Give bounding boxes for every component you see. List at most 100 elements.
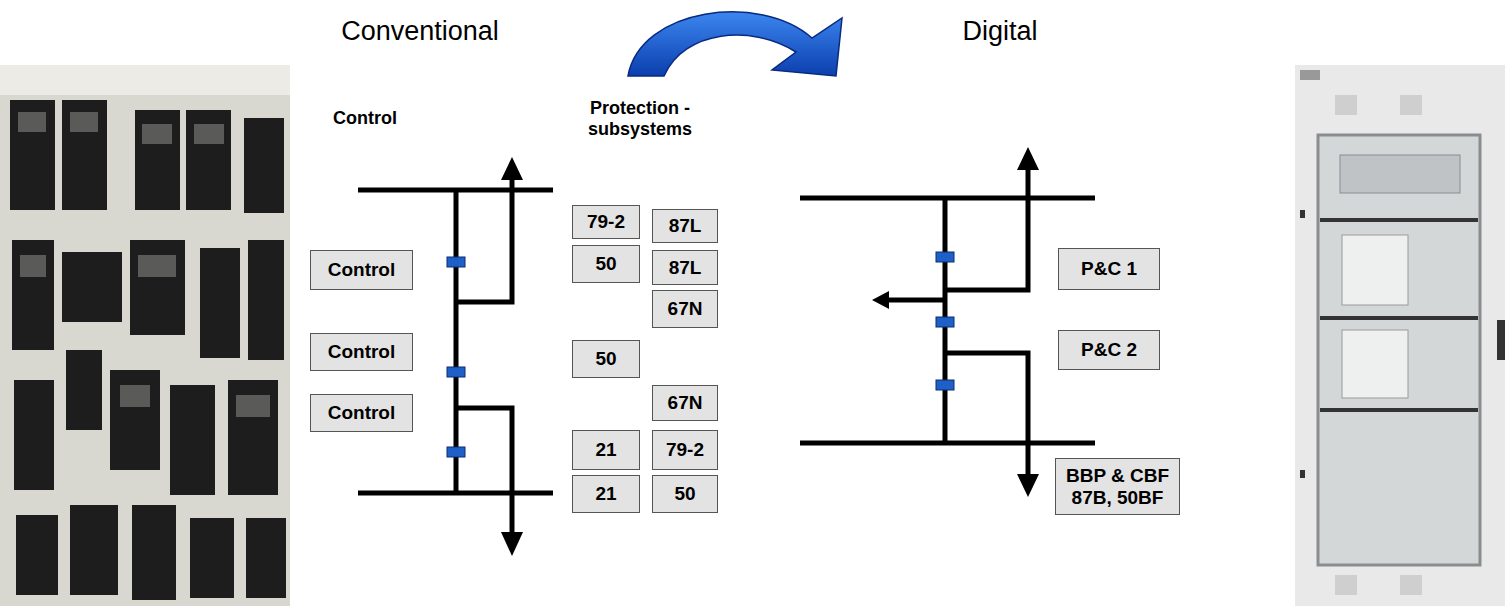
shelf [1320, 316, 1478, 320]
ceiling [0, 65, 290, 95]
relay-face [70, 112, 98, 132]
breaker-symbol [936, 317, 954, 327]
breaker-symbol [936, 380, 954, 390]
box-label: Control [328, 341, 396, 363]
box-label: 87L [669, 215, 702, 237]
group-label: Protection - subsystems [570, 98, 710, 139]
relay-box: Control [310, 394, 413, 432]
arrowhead [872, 291, 889, 309]
arrowheads [501, 157, 523, 556]
breaker-symbol [447, 447, 465, 457]
box-label: 50 [674, 483, 695, 505]
shelf [1320, 218, 1478, 222]
box-label: 50 [595, 253, 616, 275]
relay-box: 21 [572, 475, 640, 513]
relay-modules [10, 100, 286, 600]
device-rack [1340, 155, 1460, 193]
relay-box: 50 [572, 245, 640, 283]
feeder-line [945, 166, 1028, 290]
arrowhead [501, 532, 523, 556]
transition-arrow [628, 12, 842, 76]
relay-module [16, 515, 58, 595]
box-label: 67N [668, 392, 703, 414]
relay-box: 50 [652, 475, 718, 513]
vent [1335, 575, 1357, 595]
relay-box: 87L [652, 250, 718, 285]
feeder-line [456, 408, 512, 536]
box-label: Control [328, 402, 396, 424]
box-label: 87B, 50BF [1072, 487, 1164, 509]
relay-device [1342, 235, 1408, 305]
handle [1497, 320, 1505, 360]
vent [1400, 575, 1422, 595]
relay-module [62, 252, 122, 322]
breakers [447, 257, 465, 457]
relay-face [20, 255, 46, 277]
box-label: 87L [669, 257, 702, 279]
relay-module [66, 350, 102, 430]
box-label: 67N [668, 298, 703, 320]
relay-module [10, 100, 55, 210]
hinge [1300, 210, 1305, 218]
relay-face [142, 124, 172, 144]
relay-face [18, 112, 46, 132]
box-label: 50 [595, 348, 616, 370]
breaker-symbol [447, 257, 465, 267]
breaker-symbol [447, 367, 465, 377]
box-label: 79-2 [587, 211, 625, 233]
relay-module [12, 240, 54, 350]
relay-module [132, 505, 176, 600]
section-heading: Conventional [341, 16, 499, 47]
glass-door [1318, 135, 1480, 565]
vent [1335, 95, 1357, 115]
relay-box: 87L [652, 209, 718, 243]
relay-module [135, 110, 180, 210]
relay-module [246, 518, 286, 598]
relay-box: BBP & CBF87B, 50BF [1055, 458, 1180, 515]
vent [1400, 95, 1422, 115]
stub-line [886, 298, 945, 303]
relay-module [14, 380, 54, 490]
arrowheads [872, 147, 1039, 497]
box-label: P&C 1 [1081, 258, 1137, 280]
relay-face [120, 385, 150, 407]
shelf [1320, 408, 1478, 412]
cabinet-photo [1295, 65, 1505, 606]
relay-face [236, 395, 270, 417]
relay-box: 79-2 [652, 430, 718, 470]
box-label: Control [328, 259, 396, 281]
relay-module [228, 380, 278, 495]
digital-single-line [800, 166, 1095, 478]
relay-faces [18, 112, 270, 417]
box-label: 79-2 [666, 439, 704, 461]
relay-box: 79-2 [572, 205, 640, 239]
relay-face [138, 255, 176, 277]
relay-box: 50 [572, 340, 640, 378]
feeder-line [456, 176, 512, 302]
relay-device [1342, 330, 1408, 398]
relay-box: P&C 2 [1058, 330, 1160, 370]
relay-module [186, 110, 231, 210]
hinge [1300, 470, 1305, 478]
box-label: 21 [595, 483, 616, 505]
section-heading: Digital [962, 16, 1037, 47]
relay-module [110, 370, 160, 470]
group-label: Control [333, 108, 397, 129]
relay-box: P&C 1 [1058, 248, 1160, 290]
relay-box: 67N [652, 385, 718, 421]
box-label: P&C 2 [1081, 339, 1137, 361]
relay-box: Control [310, 333, 413, 371]
relay-box: Control [310, 250, 413, 290]
cabinet-body [1295, 65, 1505, 606]
breaker-symbol [936, 252, 954, 262]
box-label: 21 [595, 439, 616, 461]
relay-module [200, 248, 240, 358]
relay-module [248, 240, 284, 360]
panel-ground [0, 65, 290, 606]
cabinet-detail [1300, 70, 1320, 80]
relay-panel-photo [0, 65, 290, 606]
arrowhead [501, 157, 523, 180]
arrowhead [1017, 474, 1039, 497]
